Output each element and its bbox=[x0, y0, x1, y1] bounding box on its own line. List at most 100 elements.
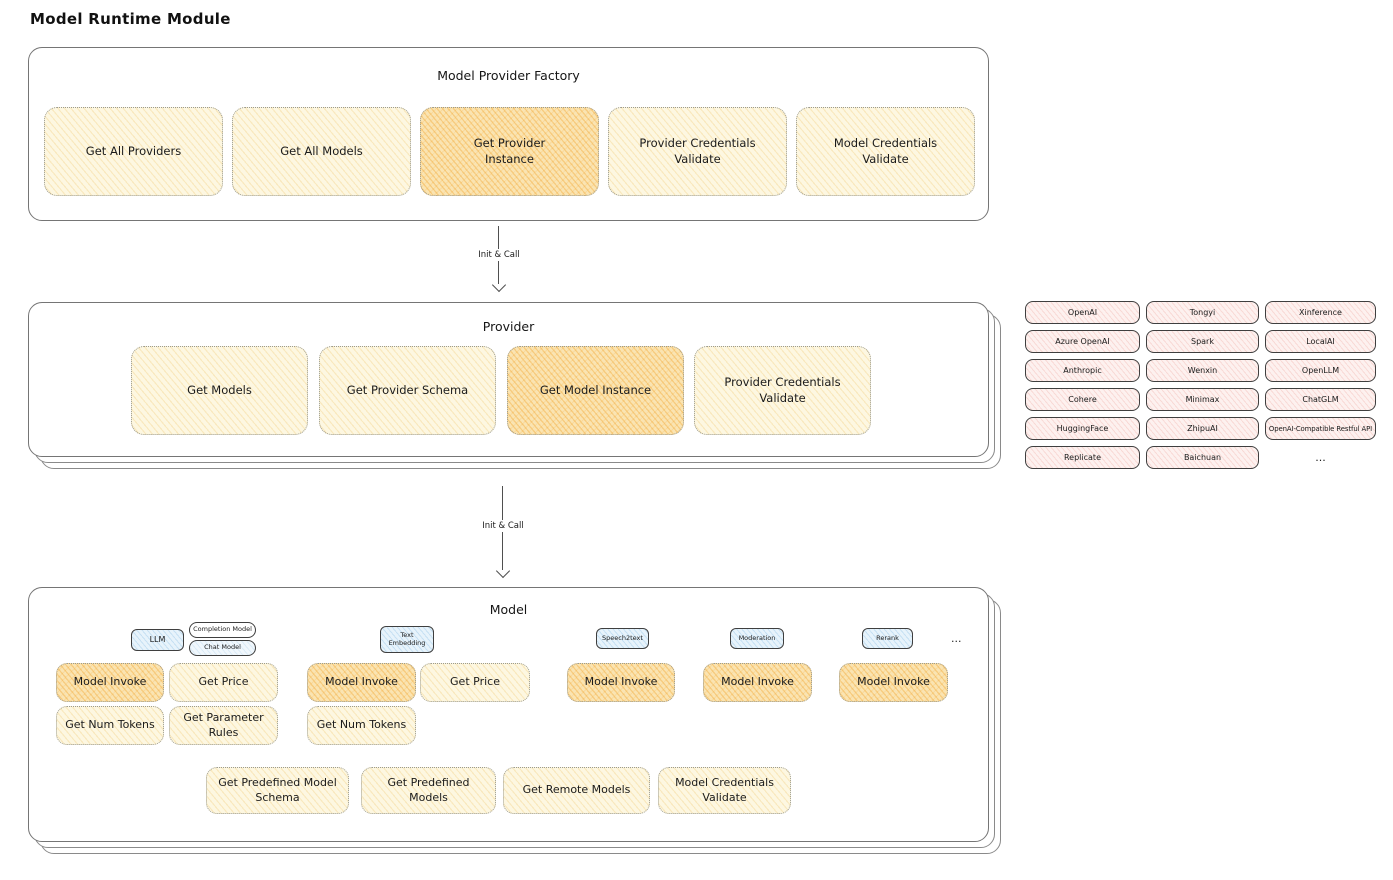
chip-label: Azure OpenAI bbox=[1055, 337, 1110, 346]
chip-label: LocalAI bbox=[1306, 337, 1335, 346]
node-label: Get Price bbox=[198, 675, 249, 689]
node-label: Get All Models bbox=[280, 143, 363, 158]
node-get-models: Get Models bbox=[131, 346, 308, 435]
node-label: Get Parameter Rules bbox=[183, 710, 264, 739]
chip-wenxin: Wenxin bbox=[1146, 359, 1259, 382]
node-get-provider-instance: Get Provider Instance bbox=[420, 107, 599, 196]
chip-huggingface: HuggingFace bbox=[1025, 417, 1140, 440]
node-label: Model Invoke bbox=[857, 675, 930, 689]
tag-label: Chat Model bbox=[204, 643, 241, 652]
node-label: Get Predefined Models bbox=[387, 775, 470, 804]
tag-completion-model: Completion Model bbox=[189, 622, 256, 638]
node-llm-get-num-tokens: Get Num Tokens bbox=[56, 706, 164, 745]
arrow-label: Init & Call bbox=[477, 520, 529, 532]
chip-label: OpenAI-Compatible Restful API bbox=[1268, 424, 1373, 433]
node-get-predefined-models: Get Predefined Models bbox=[361, 767, 496, 814]
chip-label: ChatGLM bbox=[1302, 395, 1339, 404]
arrow-label: Init & Call bbox=[473, 249, 525, 261]
chip-anthropic: Anthropic bbox=[1025, 359, 1140, 382]
node-get-all-models: Get All Models bbox=[232, 107, 411, 196]
chip-tongyi: Tongyi bbox=[1146, 301, 1259, 324]
chip-openai-compatible: OpenAI-Compatible Restful API bbox=[1265, 417, 1376, 440]
node-llm-get-price: Get Price bbox=[169, 663, 278, 702]
node-label: Get Num Tokens bbox=[65, 718, 155, 732]
node-label: Model Invoke bbox=[325, 675, 398, 689]
factory-title: Model Provider Factory bbox=[437, 68, 580, 83]
node-label: Get Provider Instance bbox=[473, 135, 546, 166]
provider-list-more: ... bbox=[1315, 451, 1326, 464]
node-llm-get-parameter-rules: Get Parameter Rules bbox=[169, 706, 278, 745]
node-get-predefined-model-schema: Get Predefined Model Schema bbox=[206, 767, 349, 814]
node-provider-credentials-validate-2: Provider Credentials Validate bbox=[694, 346, 871, 435]
node-embedding-get-price: Get Price bbox=[420, 663, 530, 702]
node-label: Get Models bbox=[187, 382, 252, 397]
provider-chip-grid: OpenAI Tongyi Xinference Azure OpenAI Sp… bbox=[1025, 301, 1376, 469]
chip-label: ZhipuAI bbox=[1187, 424, 1218, 433]
node-llm-model-invoke: Model Invoke bbox=[56, 663, 164, 702]
node-label: Model Invoke bbox=[721, 675, 794, 689]
node-model-credentials-validate: Model Credentials Validate bbox=[796, 107, 975, 196]
tag-speech2text: Speech2text bbox=[596, 628, 649, 649]
chip-chatglm: ChatGLM bbox=[1265, 388, 1376, 411]
tag-moderation: Moderation bbox=[730, 628, 784, 649]
node-label: Provider Credentials Validate bbox=[639, 135, 756, 166]
chip-spark: Spark bbox=[1146, 330, 1259, 353]
node-label: Model Credentials Validate bbox=[833, 135, 938, 166]
tag-label: Completion Model bbox=[193, 625, 252, 634]
tag-llm: LLM bbox=[131, 629, 184, 651]
model-box: Model LLM Completion Model Chat Model Te… bbox=[28, 587, 989, 842]
chip-openllm: OpenLLM bbox=[1265, 359, 1376, 382]
chip-label: Anthropic bbox=[1063, 366, 1102, 375]
node-label: Get Price bbox=[450, 675, 500, 689]
chip-label: Cohere bbox=[1068, 395, 1097, 404]
chip-label: HuggingFace bbox=[1056, 424, 1109, 433]
node-embedding-model-invoke: Model Invoke bbox=[307, 663, 416, 702]
chip-xinference: Xinference bbox=[1265, 301, 1376, 324]
tag-label: Text Embedding bbox=[388, 630, 426, 647]
node-provider-credentials-validate: Provider Credentials Validate bbox=[608, 107, 787, 196]
tag-label: Speech2text bbox=[602, 633, 643, 642]
node-label: Get All Providers bbox=[85, 143, 182, 158]
node-label: Provider Credentials Validate bbox=[724, 374, 841, 405]
node-label: Model Invoke bbox=[73, 675, 147, 689]
arrow-down-icon bbox=[491, 277, 507, 293]
tag-text-embedding: Text Embedding bbox=[380, 626, 434, 653]
chip-cohere: Cohere bbox=[1025, 388, 1140, 411]
chip-label: Tongyi bbox=[1189, 308, 1216, 317]
chip-label: Xinference bbox=[1299, 308, 1342, 317]
chip-minimax: Minimax bbox=[1146, 388, 1259, 411]
node-embedding-get-num-tokens: Get Num Tokens bbox=[307, 706, 416, 745]
node-label: Get Predefined Model Schema bbox=[218, 775, 337, 804]
chip-label: Minimax bbox=[1185, 395, 1220, 404]
tag-rerank: Rerank bbox=[862, 628, 913, 649]
factory-box: Model Provider Factory Get All Providers… bbox=[28, 47, 989, 221]
chip-label: OpenLLM bbox=[1301, 366, 1340, 375]
tag-label: LLM bbox=[149, 635, 166, 645]
node-get-provider-schema: Get Provider Schema bbox=[319, 346, 496, 435]
chip-openai: OpenAI bbox=[1025, 301, 1140, 324]
node-rerank-model-invoke: Model Invoke bbox=[839, 663, 948, 702]
node-label: Get Model Instance bbox=[539, 382, 652, 397]
node-get-model-instance: Get Model Instance bbox=[507, 346, 684, 435]
node-label: Get Num Tokens bbox=[316, 718, 407, 732]
chip-localai: LocalAI bbox=[1265, 330, 1376, 353]
node-moderation-model-invoke: Model Invoke bbox=[703, 663, 812, 702]
tags-more: ... bbox=[951, 632, 962, 645]
chip-label: Spark bbox=[1191, 337, 1214, 346]
node-get-all-providers: Get All Providers bbox=[44, 107, 223, 196]
chip-zhipuai: ZhipuAI bbox=[1146, 417, 1259, 440]
node-label: Model Credentials Validate bbox=[675, 775, 774, 804]
node-label: Model Invoke bbox=[584, 675, 658, 689]
chip-azure-openai: Azure OpenAI bbox=[1025, 330, 1140, 353]
node-model-credentials-validate-2: Model Credentials Validate bbox=[658, 767, 791, 814]
chip-label: OpenAI bbox=[1067, 308, 1098, 317]
chip-label: Wenxin bbox=[1187, 366, 1218, 375]
tag-label: Moderation bbox=[738, 633, 776, 642]
page-title: Model Runtime Module bbox=[30, 10, 231, 28]
provider-box: Provider Get Models Get Provider Schema … bbox=[28, 302, 989, 457]
chip-label: Baichuan bbox=[1183, 453, 1222, 462]
node-label: Get Provider Schema bbox=[346, 382, 469, 397]
node-get-remote-models: Get Remote Models bbox=[503, 767, 650, 814]
chip-label: Replicate bbox=[1063, 453, 1101, 462]
